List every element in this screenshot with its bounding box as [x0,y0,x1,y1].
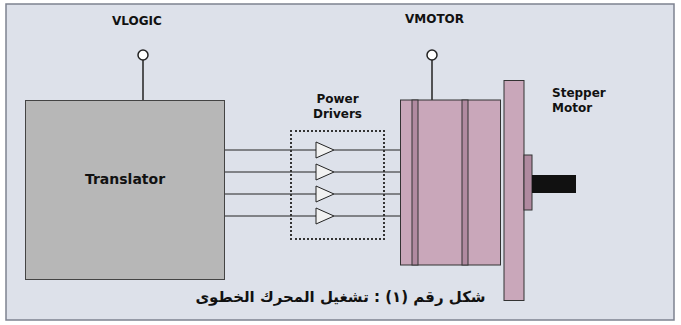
signal-wire [225,216,290,217]
supply-label: VMOTOR [405,12,464,26]
buffer-symbol [316,208,334,224]
supply-wire [431,60,433,100]
buffer-symbol [316,164,334,180]
driver-group: Power Drivers [285,88,390,243]
stepper-motor: Stepper Motor [400,80,640,305]
signal-wire [225,194,290,195]
panel [6,4,674,320]
signal-wire [385,150,400,151]
signal-wire [225,172,290,173]
buffer-symbol [316,186,334,202]
motor-shaft [532,175,576,193]
motor-band [412,100,418,265]
buffer-group [290,142,385,224]
motor-body [401,100,501,265]
signal-wire [385,216,400,217]
motor-hub [524,155,532,210]
signal-wire [385,194,400,195]
supply-wire [142,60,144,100]
group-heading: Power Drivers [298,92,378,122]
signal-wire [385,172,400,173]
terminal-symbol [138,50,148,60]
motor-drawing [400,80,640,305]
motor-flange [504,81,524,301]
motor-band [462,100,468,265]
driver-frame [290,130,385,240]
figure-caption: شكل رقم (١) : تشغيل المحرك الخطوى [0,288,681,306]
part-label: Stepper Motor [552,86,614,116]
buffer-symbol [316,142,334,158]
terminal-symbol [427,50,437,60]
translator-box: Translator [25,100,225,280]
supply-label: VLOGIC [112,14,162,28]
box-title: Translator [26,101,224,187]
signal-wire [225,150,290,151]
